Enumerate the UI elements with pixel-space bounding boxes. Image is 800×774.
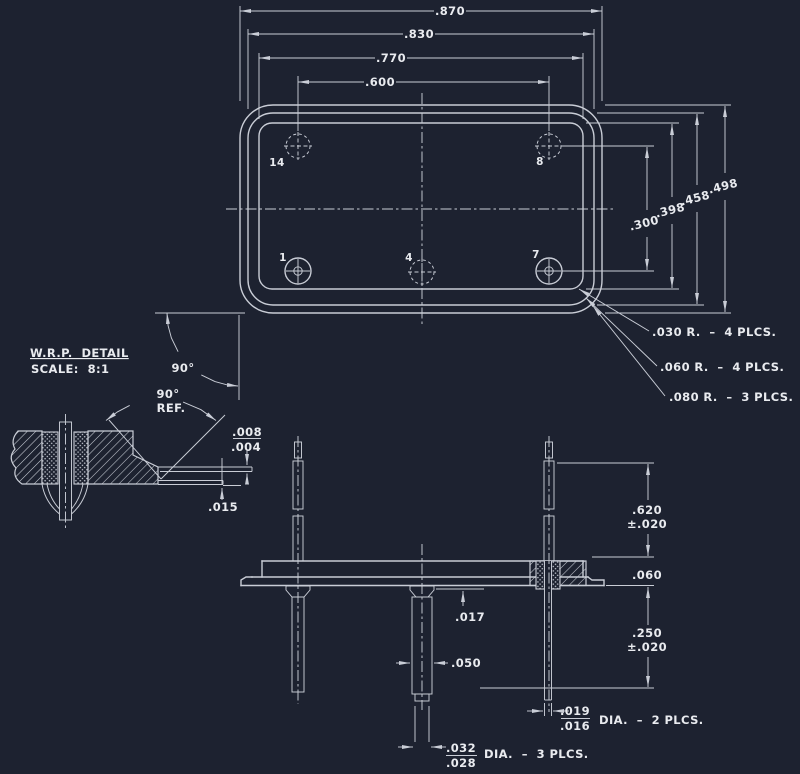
top-view-width-dimensions: [239, 6, 603, 131]
radius-note-060: .060 R. – 4 PLCS.: [660, 360, 784, 374]
dim-620-label: .620: [632, 503, 662, 517]
dim-050-label: .050: [451, 656, 481, 670]
dim-620-tol-label: ±.020: [627, 517, 667, 531]
pin-8-label: 8: [536, 156, 544, 168]
dim-600-label: .600: [365, 75, 395, 89]
pin-7: [535, 257, 563, 285]
detail-flange-min-label: .004: [231, 440, 261, 454]
dia-032-label: .032: [446, 741, 476, 755]
detail-angle-ref-dimension: [105, 401, 226, 480]
dia-small-note: DIA. – 2 PLCS.: [599, 713, 704, 727]
pin-1: [284, 257, 312, 285]
pin-4-label: 4: [405, 252, 413, 264]
dim-060-label: .060: [632, 568, 662, 582]
detail-thickness-dimensions: [220, 438, 261, 500]
pin-14-label: 14: [269, 157, 284, 169]
detail-scale: SCALE: 8:1: [31, 362, 109, 376]
pin-1-label: 1: [279, 252, 287, 264]
side-view-pins: [285, 436, 555, 712]
radius-callout-leaders: [578, 288, 666, 397]
detail-flange-max-label: .008: [232, 425, 262, 439]
radius-note-030: .030 R. – 4 PLCS.: [652, 325, 776, 339]
drawing-text: .870 .830 .770 .600 .498 .458 .398 .300 …: [30, 4, 793, 770]
side-view-dimensions: [396, 462, 654, 756]
wrp-detail-section: [10, 414, 253, 531]
dim-498-label: .498: [707, 176, 739, 197]
dim-398-label: .398: [654, 200, 686, 221]
corner-angle-dimension: [155, 312, 245, 400]
dim-250-label: .250: [632, 626, 662, 640]
pin-4: [408, 258, 436, 286]
dim-250-tol-label: ±.020: [627, 640, 667, 654]
top-view-height-dimensions: [562, 104, 731, 314]
dim-830-label: .830: [404, 27, 434, 41]
dia-large-note: DIA. – 3 PLCS.: [484, 747, 589, 761]
dim-017-label: .017: [455, 610, 485, 624]
side-view-body: [240, 560, 605, 590]
dim-300-label: .300: [628, 213, 660, 234]
corner-angle-label: 90°: [172, 361, 195, 375]
radius-note-080: .080 R. – 3 PLCS.: [669, 390, 793, 404]
dia-016-label: .016: [560, 719, 590, 733]
pin-7-label: 7: [532, 249, 540, 261]
dia-028-label: .028: [446, 756, 476, 770]
pin-14: [284, 132, 312, 160]
detail-base-thickness-label: .015: [208, 500, 238, 514]
dim-870-label: .870: [435, 4, 465, 18]
dim-770-label: .770: [376, 51, 406, 65]
dia-019-label: .019: [560, 704, 590, 718]
top-view-outline: [226, 93, 616, 325]
detail-angle-ref-label: REF.: [157, 401, 186, 415]
detail-angle-label: 90°: [157, 387, 180, 401]
pin-8: [535, 132, 563, 160]
detail-title: W.R.P. DETAIL: [30, 346, 129, 360]
